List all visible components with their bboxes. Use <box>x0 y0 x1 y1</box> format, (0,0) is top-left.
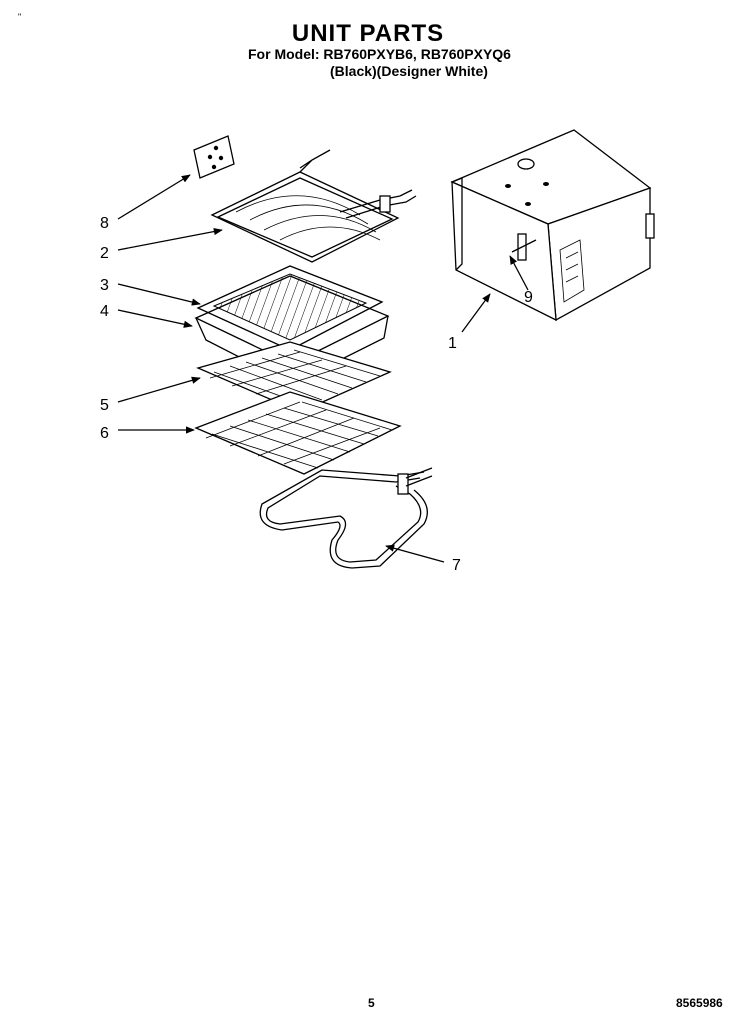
callout-8: 8 <box>100 215 109 232</box>
callout-7: 7 <box>452 557 461 574</box>
oven-sensor-part <box>511 233 537 261</box>
model-line: For Model: RB760PXYB6, RB760PXYQ6 <box>248 46 511 62</box>
callout-9: 9 <box>524 289 533 306</box>
callout-5: 5 <box>100 397 109 414</box>
model-variants: (Black)(Designer White) <box>330 63 488 79</box>
callout-1: 1 <box>448 335 457 352</box>
broiler-grid-part <box>196 265 384 351</box>
lower-oven-rack-part <box>194 391 402 475</box>
callout-4: 4 <box>100 303 109 320</box>
page-title: UNIT PARTS <box>291 20 445 47</box>
callout-2: 2 <box>100 245 109 262</box>
bake-element-part <box>259 467 433 569</box>
upper-oven-rack-part <box>196 341 392 413</box>
callout-6: 6 <box>100 425 109 442</box>
broil-element-part <box>210 149 417 263</box>
page-number: 5 <box>368 996 375 1010</box>
document-number: 8565986 <box>676 996 723 1010</box>
corner-mark: " <box>18 12 22 22</box>
leader-lines <box>117 174 529 563</box>
oven-cavity-part <box>450 129 655 322</box>
callout-3: 3 <box>100 277 109 294</box>
terminal-plate-part <box>193 135 235 179</box>
